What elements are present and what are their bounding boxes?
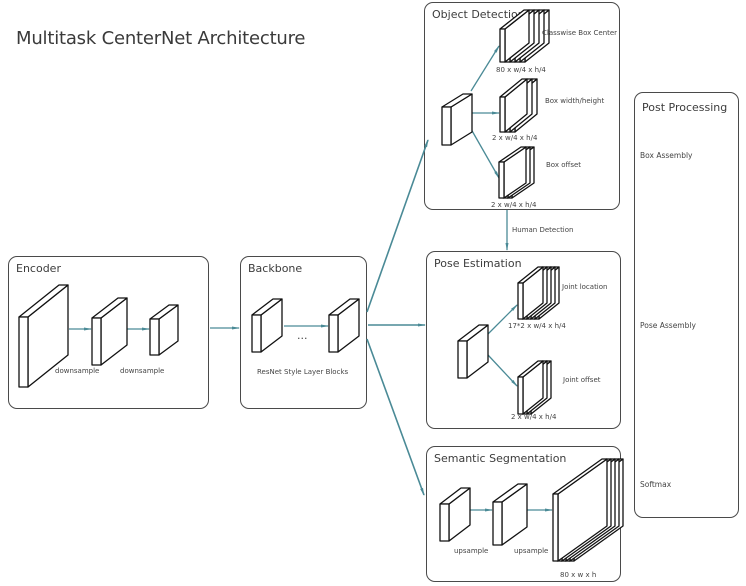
pose-head-joint-location [517,266,560,320]
seg-tensor-1 [439,487,471,542]
backbone-tensor-1 [251,298,283,353]
backbone-tensor-2 [328,298,360,353]
head-shape-joint-offset: 2 x w/4 x h/4 [511,413,557,421]
head-shape-box-offset: 2 x w/4 x h/4 [491,201,537,209]
backbone-title: Backbone [248,262,303,275]
head-name-joint-offset: Joint offset [563,376,601,384]
head-name-classwise-box-center: Classwise Box Center [542,29,618,37]
encoder-tensor-3-front [149,318,160,356]
encoder-title: Encoder [16,262,61,275]
encoder-tensor-1 [18,284,69,388]
od-input-tensor-front [441,106,452,146]
od-input-tensor [441,93,473,146]
object-detection-title: Object Detection [432,8,525,21]
post-processing-title: Post Processing [642,101,728,114]
head-name-box-width-height: Box width/height [545,97,605,105]
segmentation-upsample-label-1: upsample [454,547,489,555]
head-shape-joint-location: 17*2 x w/4 x h/4 [508,322,566,330]
seg-output-tensor-front [552,493,559,562]
od-head-box-offset-front [498,161,505,199]
od-arrow-box-center [470,45,500,92]
encoder-tensor-2 [91,297,128,366]
post-processing-item-pose-assembly: Pose Assembly [640,321,696,330]
encoder-downsample-label-2: downsample [120,367,165,375]
seg-output-tensor [552,458,624,562]
backbone-tensor-1-front [251,314,262,353]
human-detection-label: Human Detection [512,226,574,234]
od-head-box-width-height-front [499,96,506,133]
seg-tensor-2 [492,483,528,546]
pose-head-joint-offset [517,360,552,415]
od-head-box-center [499,9,550,63]
encoder-tensor-2-front [91,317,102,366]
od-arrow-box-offset [470,128,500,179]
pose-estimation-title: Pose Estimation [434,257,522,270]
od-head-box-offset [498,146,535,199]
pose-input-tensor [457,324,489,379]
pose-head-joint-offset-front [517,376,524,415]
backbone-tensor-2-front [328,314,339,353]
segmentation-upsample-label-2: upsample [514,547,549,555]
post-processing-box: Post Processing [634,92,739,518]
pose-head-joint-location-front [517,282,524,320]
head-shape-box-width-height: 2 x w/4 x h/4 [492,134,538,142]
semantic-segmentation-title: Semantic Segmentation [434,452,567,465]
backbone-to-object-detection-arrow [366,139,429,313]
seg-tensor-2-front [492,501,503,546]
pose-arrow-joint-location [487,304,518,335]
seg-tensor-1-front [439,503,450,542]
head-shape-classwise-box-center: 80 x w/4 x h/4 [496,66,546,74]
encoder-downsample-label-1: downsample [55,367,100,375]
backbone-caption: ResNet Style Layer Blocks [257,368,349,376]
od-head-box-width-height [499,78,538,133]
head-name-box-offset: Box offset [546,161,582,169]
post-processing-item-softmax: Softmax [640,480,672,489]
pose-input-tensor-front [457,340,468,379]
backbone-ellipsis: ... [297,329,308,342]
segmentation-output-shape: 80 x w x h [560,571,597,579]
od-head-box-center-front [499,28,506,63]
pose-arrow-joint-offset [487,354,518,387]
diagram-title: Multitask CenterNet Architecture [16,28,306,49]
backbone-to-segmentation-arrow [366,338,425,496]
encoder-tensor-3 [149,304,179,356]
post-processing-item-box-assembly: Box Assembly [640,151,693,160]
head-name-joint-location: Joint location [562,283,608,291]
encoder-tensor-1-front [18,316,29,388]
